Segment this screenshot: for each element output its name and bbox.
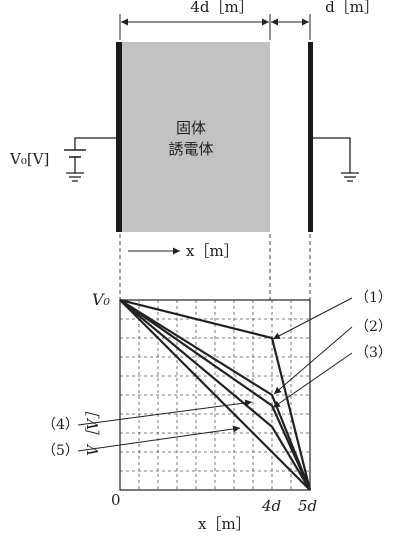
curve-label-5: （5） — [42, 443, 79, 459]
dim-label-d: d［m］ — [325, 0, 379, 16]
curve-label-2: （2） — [355, 319, 392, 335]
curve-1 — [119, 298, 312, 491]
leader-5 — [77, 425, 241, 452]
graph-frame — [119, 299, 311, 491]
dimension-arrows — [119, 14, 311, 40]
right-ground — [313, 137, 359, 182]
graph-tick-5d: 5d — [298, 497, 317, 515]
potential-curves — [119, 298, 312, 491]
curve-3 — [119, 299, 312, 491]
leader-3 — [272, 352, 353, 409]
graph-tick-4d: 4d — [261, 497, 281, 515]
dim-label-4d: 4d［m］ — [190, 0, 253, 16]
x-direction-label: x［m］ — [186, 242, 239, 260]
curve-label-3: （3） — [355, 345, 392, 361]
graph-origin-label: 0 — [111, 491, 121, 509]
graph-v0-label: V₀ — [92, 290, 111, 309]
curve-2 — [119, 299, 312, 491]
source-voltage-label: V₀[V] — [9, 150, 49, 168]
curve-5 — [119, 299, 311, 491]
curve-label-1: （1） — [355, 290, 392, 306]
voltage-source — [64, 137, 116, 182]
leader-2 — [273, 326, 353, 395]
solid-dielectric — [120, 42, 270, 232]
curve-label-4: （4） — [42, 417, 79, 433]
graph-x-axis-label: x［m］ — [198, 515, 251, 533]
dielectric-label-line1: 固体 — [176, 119, 206, 137]
right-electrode — [308, 42, 313, 232]
left-electrode — [116, 42, 122, 232]
curve-label-leaders — [77, 297, 353, 452]
projection-lines — [119, 234, 311, 300]
dielectric-label-line2: 誘電体 — [168, 140, 213, 158]
graph-y-axis-label: V［V］ — [84, 404, 102, 456]
leader-1 — [272, 297, 353, 340]
leader-4 — [77, 399, 253, 426]
curve-4 — [119, 299, 311, 491]
